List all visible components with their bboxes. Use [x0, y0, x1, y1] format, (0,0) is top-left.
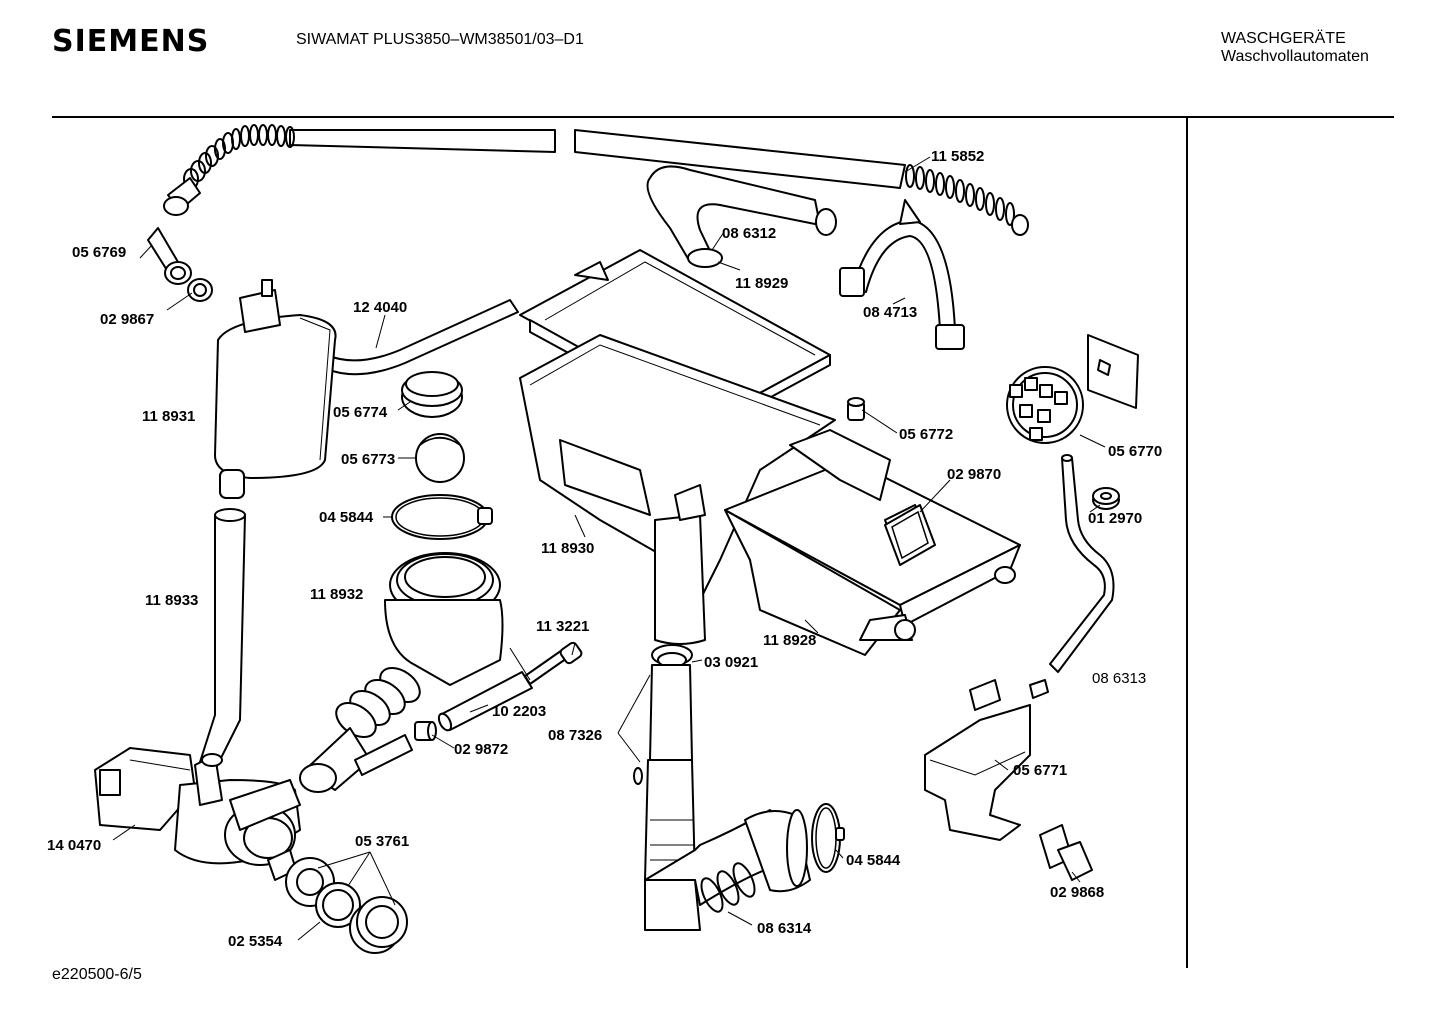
- elbow-connector: [147, 227, 192, 285]
- nozzle: [847, 397, 865, 421]
- sealing-frame: [884, 504, 936, 566]
- drain-elbow-hose: [644, 809, 811, 931]
- pump-cap: [349, 896, 408, 954]
- valve-bracket: [924, 679, 1049, 841]
- part-label: 11 5852: [931, 148, 984, 165]
- part-label: 08 7326: [548, 727, 602, 744]
- part-label: 11 8928: [763, 632, 816, 649]
- valve: [1039, 824, 1093, 881]
- brand-logo: SIEMENS: [52, 24, 210, 59]
- part-label: 08 6313: [1092, 670, 1146, 687]
- part-label: 11 8933: [145, 592, 198, 609]
- part-label: 10 2203: [492, 703, 546, 720]
- float-ball: [415, 433, 465, 483]
- hose-clamp: [839, 199, 965, 350]
- part-label: 04 5844: [319, 509, 374, 526]
- connecting-hose: [646, 165, 837, 268]
- hose-connector: [414, 721, 437, 741]
- part-label: 02 9870: [947, 466, 1001, 483]
- part-label: 03 0921: [704, 654, 758, 671]
- part-label: 05 6771: [1013, 762, 1067, 779]
- short-hose: [437, 671, 533, 732]
- part-label: 11 8931: [142, 408, 195, 425]
- pump-gaskets: [285, 857, 361, 928]
- part-label: 05 6769: [72, 244, 126, 261]
- category-title: WASCHGERÄTE: [1221, 30, 1346, 47]
- overflow-hose: [199, 508, 246, 771]
- part-label: 11 8930: [541, 540, 594, 557]
- pressure-switch: [1006, 334, 1139, 444]
- part-label: 05 6774: [333, 404, 388, 421]
- siphon-hose: [633, 644, 696, 881]
- part-label: 11 8932: [310, 586, 363, 603]
- ring-clamp-lower: [811, 803, 845, 873]
- part-label: 05 6773: [341, 451, 395, 468]
- drain-hose: [163, 124, 1029, 236]
- detergent-drawer-housing: [519, 334, 836, 645]
- model-title: SIWAMAT PLUS3850–WM38501/03–D1: [296, 31, 584, 48]
- header-rule: [52, 116, 1394, 118]
- leader-lines: [112, 156, 1106, 941]
- side-rule: [1186, 118, 1188, 968]
- part-label: 05 3761: [355, 833, 409, 850]
- part-label: 01 2970: [1088, 510, 1142, 527]
- part-label: 02 9868: [1050, 884, 1104, 901]
- part-label: 12 4040: [353, 299, 407, 316]
- air-chamber: [214, 279, 337, 499]
- pressure-tube: [1049, 454, 1115, 673]
- part-label: 02 9867: [100, 311, 154, 328]
- sealing-boot: [401, 371, 463, 418]
- part-label: 08 4713: [863, 304, 917, 321]
- part-label: 02 5354: [228, 933, 283, 950]
- document-id: e220500-6/5: [52, 966, 142, 983]
- part-label: 05 6770: [1108, 443, 1162, 460]
- part-label: 11 3221: [536, 618, 589, 635]
- part-label: 14 0470: [47, 837, 101, 854]
- part-label: 02 9872: [454, 741, 508, 758]
- ring-clamp: [391, 494, 493, 540]
- part-labels: 11 5852 05 6769 02 9867 08 6312 11 8929 …: [47, 148, 1162, 950]
- part-label: 04 5844: [846, 852, 901, 869]
- drain-pump: [94, 747, 301, 881]
- part-label: 08 6312: [722, 225, 776, 242]
- part-label: 11 8929: [735, 275, 788, 292]
- part-label: 08 6314: [757, 920, 812, 937]
- grommet: [1092, 487, 1120, 510]
- gasket-ring: [187, 278, 213, 302]
- category-subtitle: Waschvollautomaten: [1221, 48, 1369, 65]
- part-label: 05 6772: [899, 426, 953, 443]
- bellows: [299, 552, 504, 793]
